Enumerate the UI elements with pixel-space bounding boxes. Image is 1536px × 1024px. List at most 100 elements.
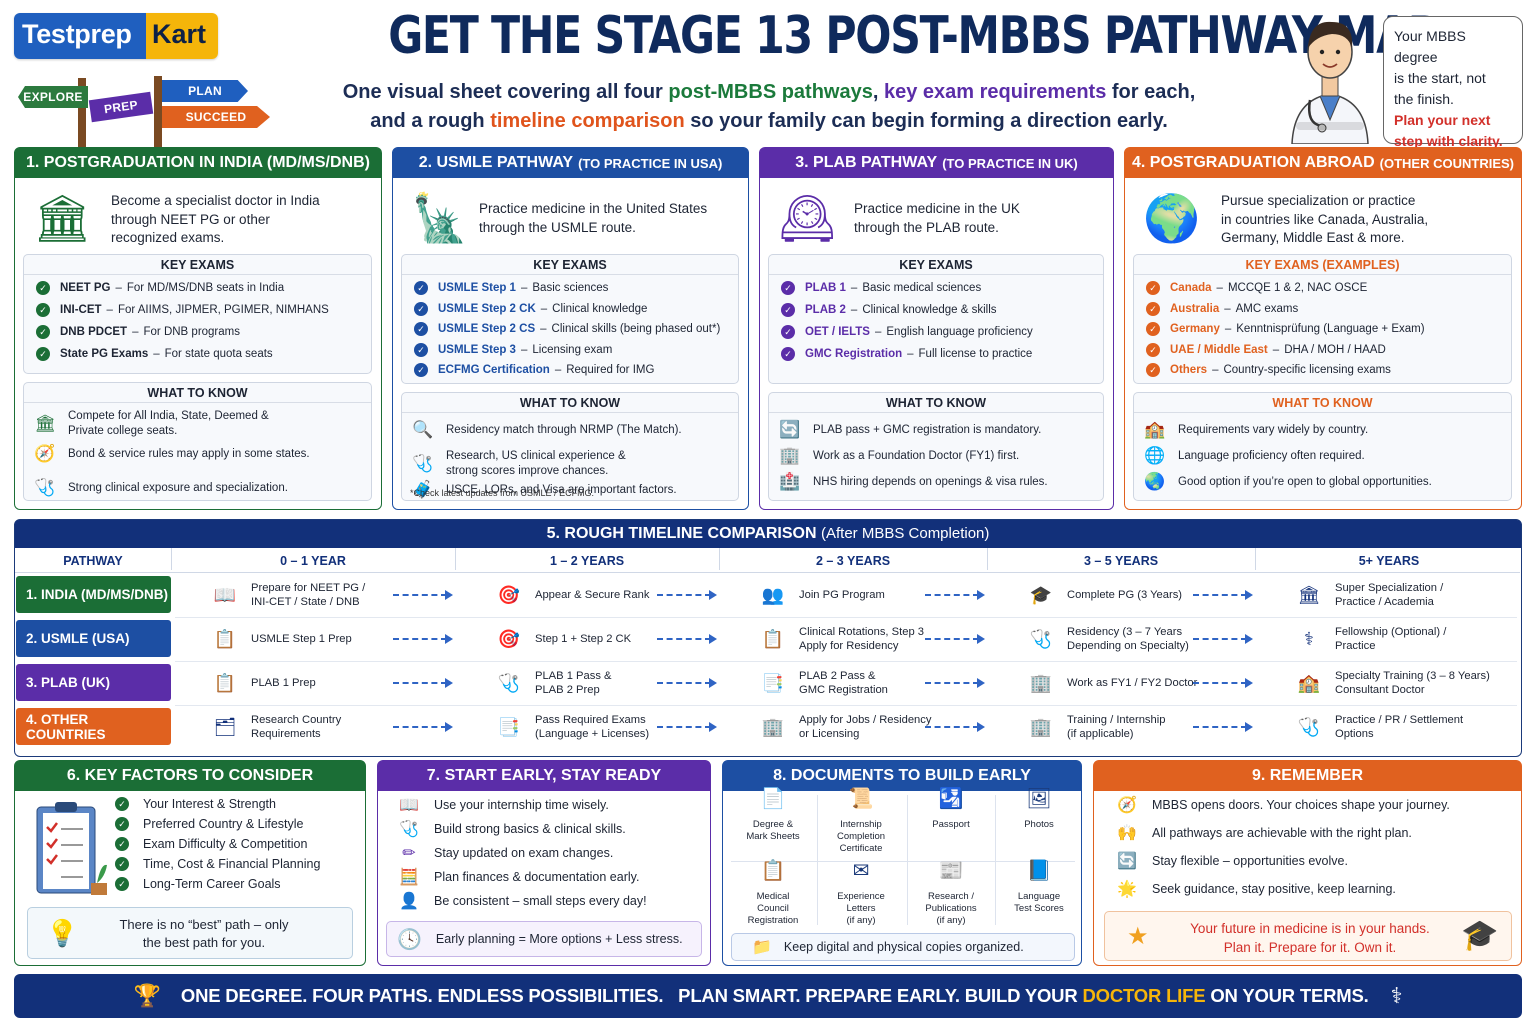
documents-card: 8. DOCUMENTS TO BUILD EARLY 📁 Keep digit… [722,760,1082,966]
what-to-know-item: 🧳USCE, LORs, and Visa are important fact… [412,480,677,499]
step-icon: 🏢 [1029,717,1053,737]
check-icon: ✓ [781,347,795,361]
arrow-right-icon [925,678,985,688]
key-exams-title: KEY EXAMS [769,255,1103,275]
what-to-know-item: 🏛Compete for All India, State, Deemed &P… [34,410,269,437]
exam-name: Others [1170,364,1208,376]
info-icon: 🌐 [1144,446,1166,465]
exam-desc: Basic sciences [532,282,609,294]
exam-desc: For DNB programs [143,326,241,338]
arrow-right-icon [1193,678,1253,688]
timeline-step: 🎯Appear & Secure Rank [497,585,650,605]
exam-name: INI-CET [60,304,102,316]
step-icon: 🩺 [1297,717,1321,737]
exam-item: ✓USMLE Step 2 CK–Clinical knowledge [402,301,738,316]
exam-desc: English language proficiency [886,326,1033,338]
footer-text: ONE DEGREE. FOUR PATHS. ENDLESS POSSIBIL… [180,985,1078,1006]
item-icon: 🧮 [399,869,419,886]
folder-icon: 📁 [752,939,772,956]
timeline-step: 🏛Super Specialization /Practice / Academ… [1297,582,1444,608]
exam-item: ✓OET / IELTS–English language proficienc… [769,325,1103,339]
exam-name: OET / IELTS [805,326,870,338]
info-icon: 🌏 [1144,472,1166,491]
document-icon: 🛂 [938,788,964,810]
exam-desc: Clinical knowledge & skills [862,304,997,316]
document-icon: 📰 [938,860,964,882]
arrow-right-icon [1193,590,1253,600]
exam-name: UAE / Middle East [1170,343,1268,356]
timeline-step: 📖Prepare for NEET PG /INI-CET / State / … [213,582,366,608]
step-icon: 🎯 [497,629,521,649]
check-icon: ✓ [115,837,129,851]
document-icon: 📋 [760,860,786,882]
signpost-illustration: EXPLORE PREP PLAN SUCCEED [14,70,274,150]
arrow-right-icon [393,634,453,644]
start-early-item: 📖Use your internship time wisely. [399,797,609,814]
step-icon: 📋 [761,629,785,649]
info-icon: 🏥 [779,472,801,491]
remember-item: 🔄Stay flexible – opportunities evolve. [1117,853,1348,870]
exam-item: ✓USMLE Step 2 CS–Clinical skills (being … [402,322,738,336]
check-icon: ✓ [414,301,428,316]
pathway-card-title: 3. PLAB PATHWAY(TO PRACTICE IN UK) [760,148,1113,178]
brand-logo[interactable]: Testprep Kart [14,13,218,59]
timeline-step: 📑PLAB 2 Pass &GMC Registration [761,670,888,696]
exam-desc: MCCQE 1 & 2, NAC OSCE [1227,282,1368,294]
timeline-row-label: 2. USMLE (USA) [16,620,171,657]
timeline-step: 🏢Work as FY1 / FY2 Doctor [1029,673,1198,693]
step-icon: 📑 [497,717,521,737]
bubble-line: the finish. [1394,91,1454,107]
what-to-know-title: WHAT TO KNOW [1134,393,1511,413]
trophy-icon: 🏆 [133,983,161,1008]
what-to-know-item: 🔍Residency match through NRMP (The Match… [412,420,682,439]
item-icon: 🧭 [1117,797,1137,814]
exam-item: ✓PLAB 2–Clinical knowledge & skills [769,303,1103,317]
timeline-step: 📑Pass Required Exams(Language + Licenses… [497,714,650,740]
pathway-card: 3. PLAB PATHWAY(TO PRACTICE IN UK)🕰Pract… [759,147,1114,510]
timeline-column-header: 0 – 1 YEAR [280,554,346,568]
arrow-right-icon [925,722,985,732]
timeline-column-header: 5+ YEARS [1358,554,1420,568]
what-to-know-item: 🏥NHS hiring depends on openings & visa r… [779,472,1048,491]
pathway-card-title: 2. USMLE PATHWAY(TO PRACTICE IN USA) [393,148,748,178]
exam-item: ✓INI-CET–For AIIMS, JIPMER, PGIMER, NIMH… [24,303,371,317]
check-icon: ✓ [781,281,795,295]
footnote: *Check latest updates from USMLE / ECFMG… [410,488,595,498]
exam-item: ✓USMLE Step 3–Licensing exam [402,342,738,357]
step-icon: 🗂 [213,717,237,737]
check-icon: ✓ [781,325,795,339]
step-icon: ⚕ [1304,629,1314,649]
timeline-step: 👥Join PG Program [761,585,885,605]
exam-desc: AMC exams [1235,302,1299,315]
timeline-section: 5. ROUGH TIMELINE COMPARISON (After MBBS… [14,519,1522,757]
page-subtitle: One visual sheet covering all four post-… [342,81,1196,132]
document-icon: 📄 [760,788,786,810]
exam-desc: Country-specific licensing exams [1223,364,1391,376]
step-icon: 🎓 [1029,585,1053,605]
timeline-step: 🎯Step 1 + Step 2 CK [497,629,632,649]
info-icon: 🔄 [779,420,801,439]
timeline-step: 🎓Complete PG (3 Years) [1029,585,1183,605]
footer-highlight: DOCTOR LIFE [1082,985,1206,1006]
info-icon: 🔍 [412,420,434,439]
timeline-step: ⚕Fellowship (Optional) /Practice [1297,623,1446,655]
key-exams-title: KEY EXAMS [402,255,738,275]
item-icon: 🙌 [1117,825,1137,842]
document-item: 🖼Photos [995,789,1083,831]
pathway-card: 4. POSTGRADUATION ABROAD(OTHER COUNTRIES… [1124,147,1522,510]
arrow-right-icon [657,678,717,688]
item-icon: 🌟 [1117,881,1137,898]
pathway-card: 2. USMLE PATHWAY(TO PRACTICE IN USA)🗽Pra… [392,147,749,510]
exam-name: USMLE Step 1 [438,282,516,294]
check-icon: ✓ [36,325,50,339]
remember-item: 🙌All pathways are achievable with the ri… [1117,825,1412,842]
timeline-column-header: 2 – 3 YEARS [815,554,891,568]
exam-item: ✓GMC Registration–Full license to practi… [769,347,1103,361]
documents-tip: 📁 Keep digital and physical copies organ… [731,933,1075,961]
document-item: 📄Degree &Mark Sheets [729,788,817,843]
what-to-know-item: 🏢Work as a Foundation Doctor (FY1) first… [779,446,1020,465]
